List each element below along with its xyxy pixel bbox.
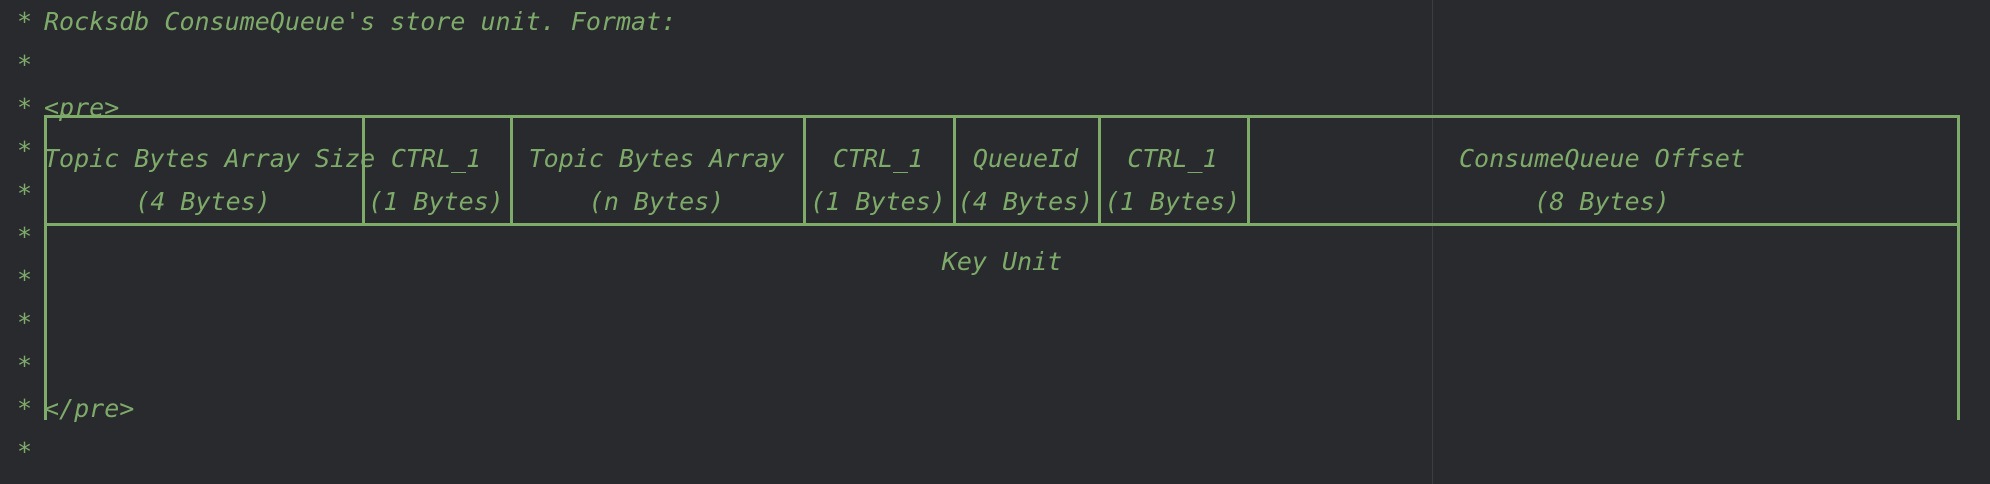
field-name-topic-bytes-array: Topic Bytes Array	[528, 144, 785, 173]
diagram-left-border-top	[44, 115, 47, 223]
comment-asterisk: *	[17, 7, 33, 36]
field-name-ctrl-1-a: CTRL_1	[390, 144, 482, 173]
diagram-column-divider-1	[362, 115, 365, 223]
row-group-label-key-unit: Key Unit	[941, 247, 1063, 276]
diagram-middle-border	[44, 223, 1960, 226]
field-size-queue-id: (4 Bytes)	[957, 187, 1094, 216]
field-size-ctrl-1-c: (1 Bytes)	[1104, 187, 1241, 216]
comment-asterisk: *	[17, 222, 33, 251]
field-size-topic-bytes-array-size: (4 Bytes)	[135, 187, 271, 216]
diagram-column-divider-5	[1098, 115, 1101, 223]
comment-asterisk: *	[17, 136, 33, 165]
field-size-ctrl-1-b: (1 Bytes)	[810, 187, 946, 216]
field-name-topic-bytes-array-size: Topic Bytes Array Size	[44, 144, 376, 173]
field-size-topic-bytes-array: (n Bytes)	[588, 187, 725, 216]
field-size-consumequeue-offset: (8 Bytes)	[1534, 187, 1670, 216]
field-name-ctrl-1-b: CTRL_1	[832, 144, 924, 173]
diagram-top-border	[44, 115, 1960, 118]
ascii-box-diagram: Topic Bytes Array Size (4 Bytes) CTRL_1 …	[44, 115, 1960, 420]
field-size-ctrl-1-a: (1 Bytes)	[368, 187, 504, 216]
diagram-column-divider-4	[953, 115, 956, 223]
pre-close-tag: </pre>	[44, 394, 135, 423]
field-name-ctrl-1-c: CTRL_1	[1127, 144, 1218, 173]
comment-asterisk: *	[17, 179, 33, 208]
comment-asterisk: *	[17, 351, 33, 380]
diagram-left-border-bottom	[44, 223, 47, 420]
comment-asterisk: *	[17, 265, 33, 294]
diagram-right-border-bottom	[1957, 223, 1960, 420]
diagram-column-divider-6	[1247, 115, 1250, 223]
diagram-column-divider-3	[803, 115, 806, 223]
comment-asterisk: *	[17, 394, 33, 423]
field-name-queue-id: QueueId	[972, 144, 1079, 173]
diagram-column-divider-2	[510, 115, 513, 223]
comment-heading: Rocksdb ConsumeQueue's store unit. Forma…	[44, 7, 677, 36]
comment-asterisk: *	[17, 437, 33, 466]
comment-asterisk: *	[17, 308, 33, 337]
comment-asterisk: *	[17, 50, 33, 79]
diagram-right-border-top	[1957, 115, 1960, 223]
field-name-consumequeue-offset: ConsumeQueue Offset	[1459, 144, 1745, 173]
comment-asterisk: *	[17, 93, 33, 122]
